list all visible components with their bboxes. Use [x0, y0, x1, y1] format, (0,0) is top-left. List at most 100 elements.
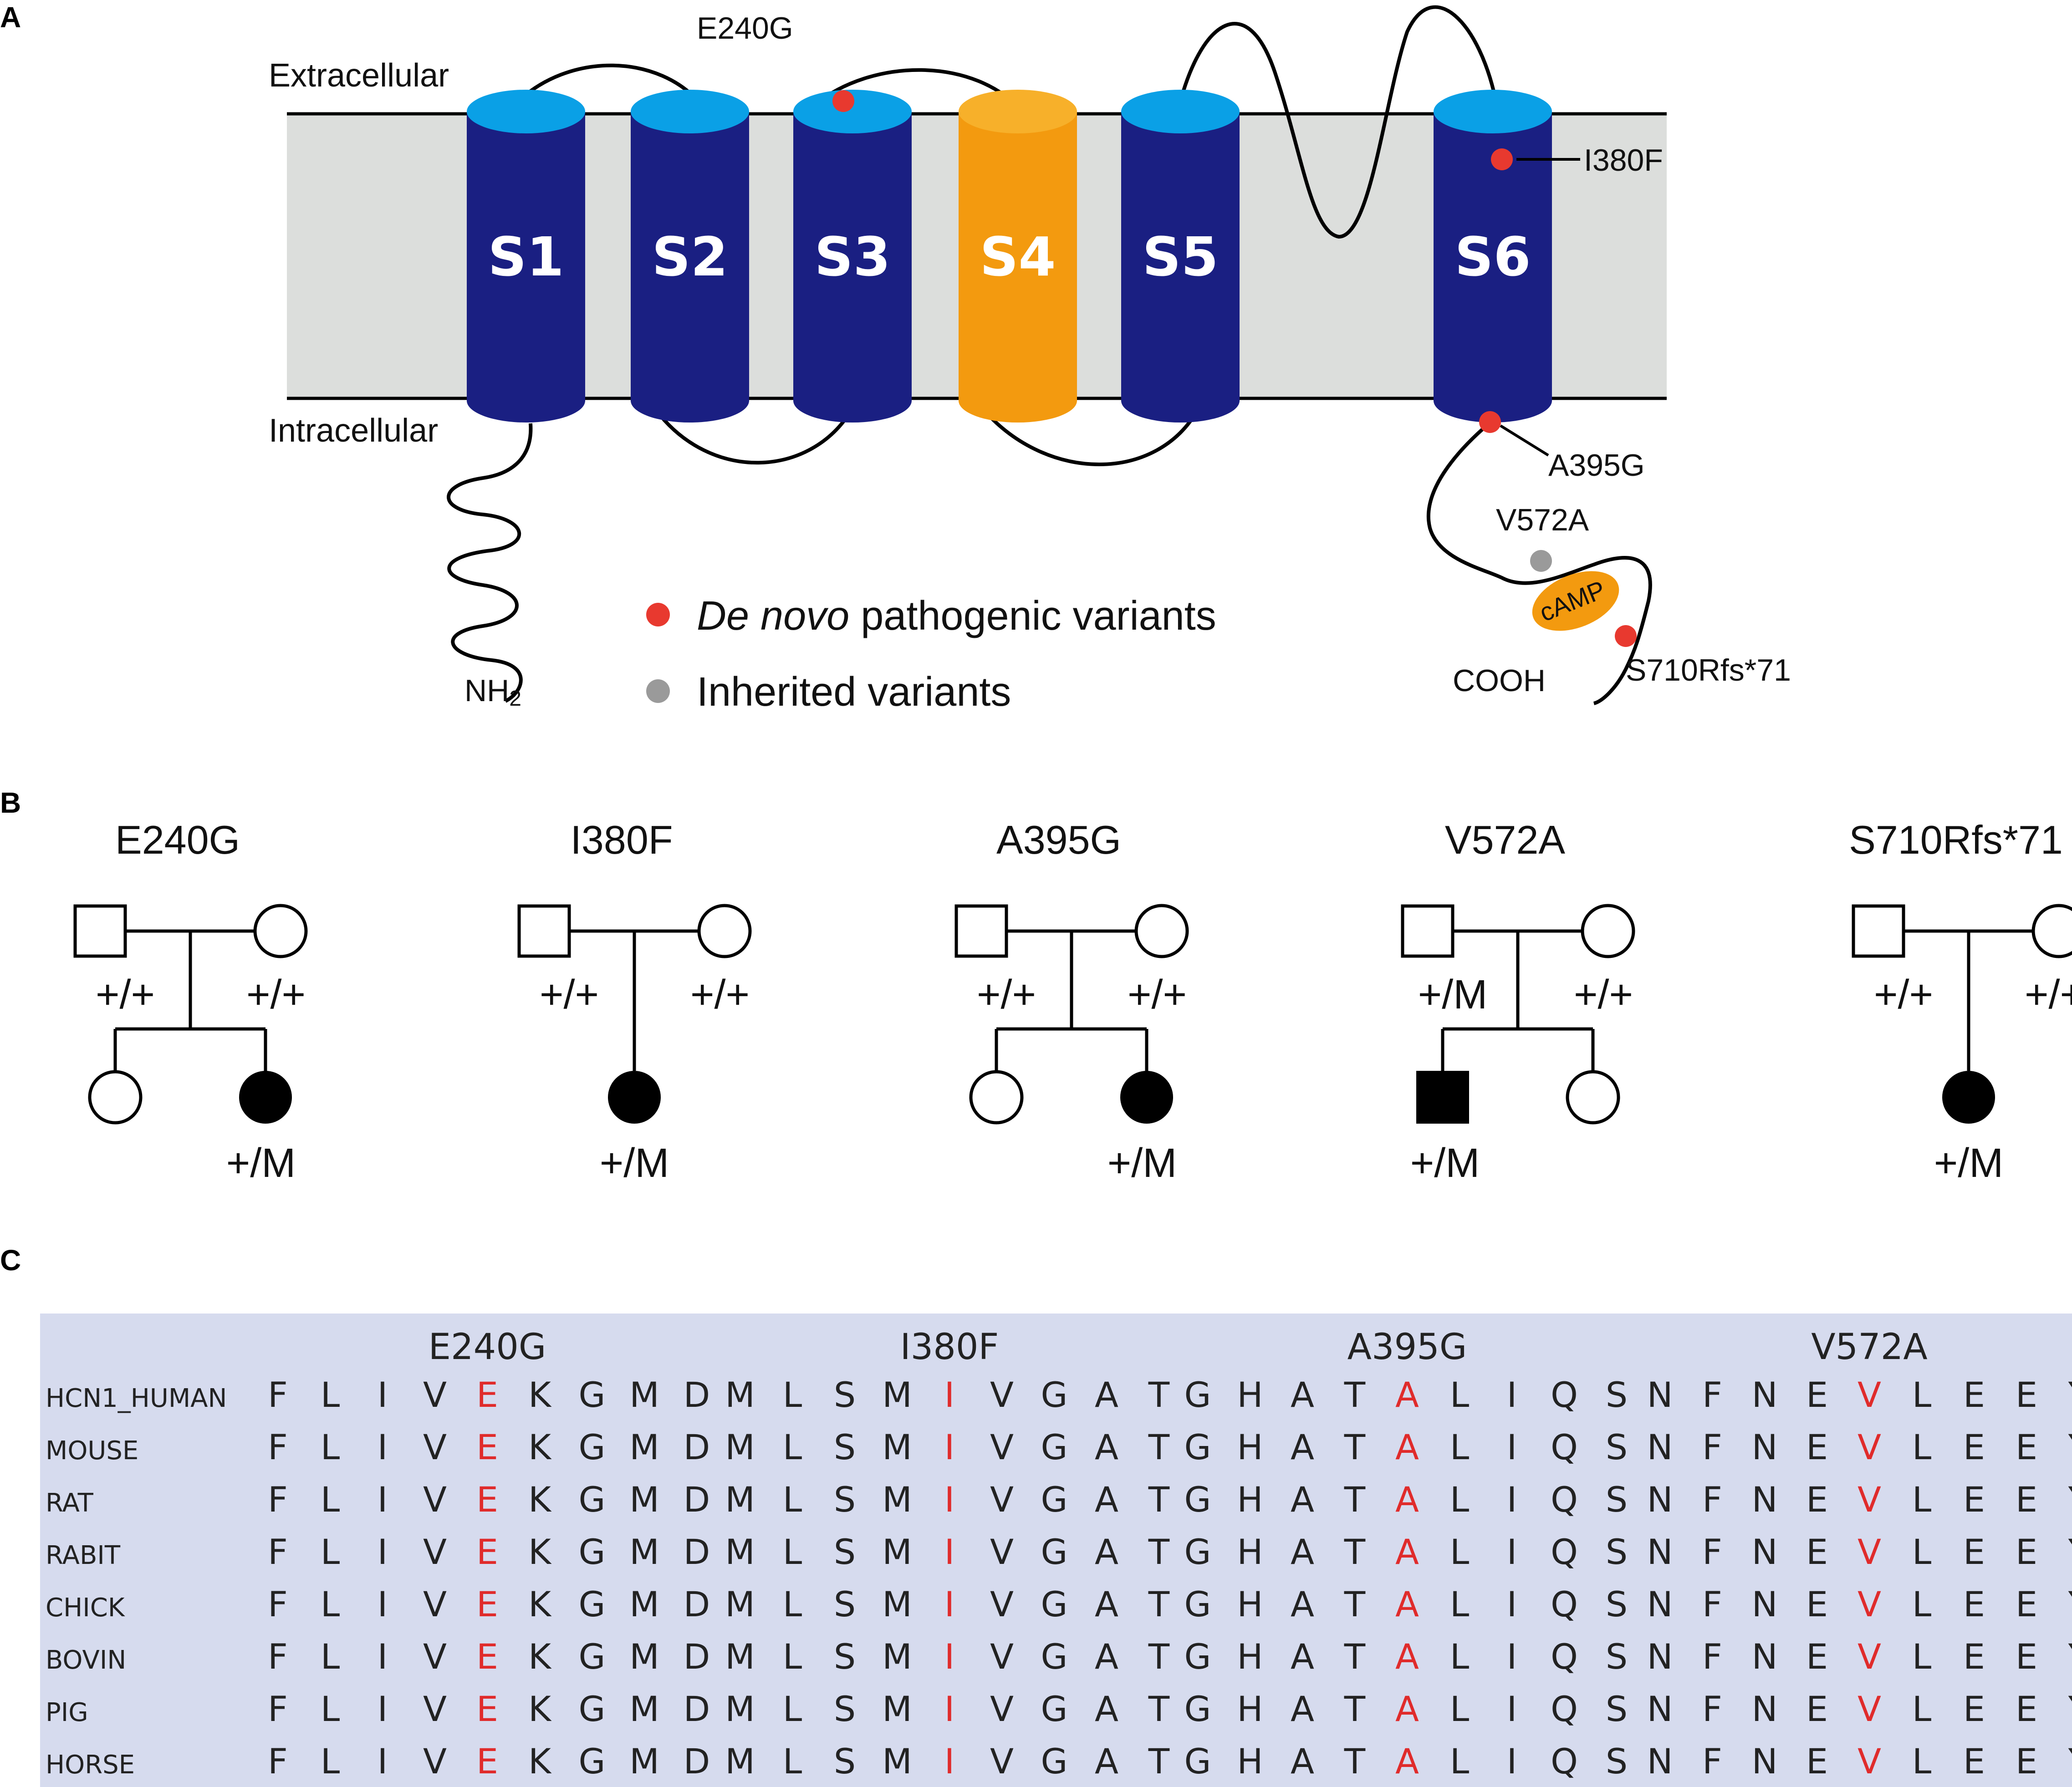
- father-symbol: [1401, 904, 1454, 958]
- residue: S: [834, 1636, 856, 1677]
- segment-s6: S6: [1434, 90, 1552, 423]
- pedigree: E240G+/++/++/M: [73, 817, 308, 1186]
- residue: F: [1702, 1741, 1722, 1782]
- residue: Y: [2068, 1427, 2072, 1467]
- residue: L: [321, 1584, 340, 1624]
- residue: E: [1806, 1741, 1828, 1782]
- residue: S: [834, 1689, 856, 1729]
- residue: Q: [1551, 1427, 1578, 1467]
- mother-genotype: +/+: [690, 972, 750, 1018]
- residue: I: [378, 1689, 388, 1729]
- residue: I: [378, 1532, 388, 1572]
- residue: T: [1148, 1636, 1170, 1677]
- residue: E: [1963, 1427, 1985, 1467]
- segment-s5: S5: [1121, 90, 1240, 423]
- residue: M: [725, 1479, 755, 1520]
- residue: T: [1148, 1479, 1170, 1520]
- father-symbol: [73, 904, 127, 958]
- species-label: CHICK: [46, 1593, 125, 1623]
- residue: A: [1291, 1584, 1314, 1624]
- residue: F: [1702, 1479, 1722, 1520]
- proband-genotype: +/M: [1107, 1140, 1177, 1186]
- residue: D: [684, 1741, 710, 1782]
- residue: M: [725, 1375, 755, 1415]
- site-header: I380F: [900, 1327, 999, 1368]
- segment-s4: S4: [959, 90, 1077, 423]
- species-label: MOUSE: [46, 1436, 138, 1466]
- residue: S: [1606, 1584, 1628, 1624]
- residue: E: [1806, 1532, 1828, 1572]
- residue-highlighted: V: [1858, 1636, 1881, 1677]
- variant-label-s710rfs: S710Rfs*71: [1626, 653, 1791, 687]
- residue: M: [629, 1584, 659, 1624]
- segment-label: S4: [980, 225, 1056, 288]
- pedigree: S710Rfs*71+/++/++/M: [1849, 817, 2072, 1186]
- residue: A: [1291, 1689, 1314, 1729]
- residue: G: [1041, 1689, 1068, 1729]
- residue: L: [1450, 1427, 1469, 1467]
- residue-highlighted: E: [476, 1689, 498, 1729]
- mother-symbol: [2031, 904, 2072, 958]
- residue: T: [1148, 1375, 1170, 1415]
- residue: G: [1184, 1584, 1211, 1624]
- n-terminus-subscript: 2: [509, 687, 521, 711]
- residue-highlighted: E: [476, 1375, 498, 1415]
- residue-highlighted: E: [476, 1532, 498, 1572]
- residue: E: [1963, 1689, 1985, 1729]
- residue: H: [1237, 1636, 1263, 1677]
- residue: L: [1450, 1689, 1469, 1729]
- residue: M: [725, 1427, 755, 1467]
- residue: G: [579, 1636, 606, 1677]
- residue: F: [1702, 1375, 1722, 1415]
- residue: M: [882, 1375, 912, 1415]
- residue: H: [1237, 1741, 1263, 1782]
- residue: T: [1344, 1636, 1366, 1677]
- panel-a-letter: A: [0, 1, 21, 34]
- residue: G: [579, 1479, 606, 1520]
- residue-highlighted: I: [944, 1532, 954, 1572]
- proband-symbol: [239, 1071, 292, 1124]
- residue: F: [268, 1636, 288, 1677]
- residue: V: [990, 1427, 1014, 1467]
- residue: D: [684, 1427, 710, 1467]
- sibling-symbol: [88, 1070, 143, 1125]
- residue-highlighted: V: [1858, 1741, 1881, 1782]
- loop-s2-s3-intracellular: [654, 408, 853, 465]
- residue: S: [1606, 1532, 1628, 1572]
- residue: M: [629, 1532, 659, 1572]
- father-genotype: +/M: [1418, 972, 1488, 1018]
- residue: G: [579, 1741, 606, 1782]
- residue: G: [1041, 1636, 1068, 1677]
- residue: E: [1806, 1689, 1828, 1729]
- residue: G: [1041, 1741, 1068, 1782]
- father-symbol: [517, 904, 571, 958]
- residue: V: [990, 1479, 1014, 1520]
- residue: M: [725, 1636, 755, 1677]
- residue: L: [1450, 1532, 1469, 1572]
- residue: N: [1647, 1636, 1673, 1677]
- residue-highlighted: V: [1858, 1427, 1881, 1467]
- father-symbol: [954, 904, 1008, 958]
- residue: T: [1148, 1689, 1170, 1729]
- residue: L: [1450, 1479, 1469, 1520]
- residue: E: [1963, 1584, 1985, 1624]
- residue: H: [1237, 1479, 1263, 1520]
- extracellular-label: Extracellular: [269, 57, 449, 94]
- residue: A: [1095, 1532, 1118, 1572]
- residue: G: [579, 1427, 606, 1467]
- c-terminus-label: COOH: [1453, 663, 1546, 698]
- variant-label-a395g: A395G: [1548, 448, 1645, 483]
- residue-highlighted: I: [944, 1427, 954, 1467]
- residue: K: [528, 1636, 552, 1677]
- residue: V: [990, 1741, 1014, 1782]
- legend-de-novo-dot: [646, 603, 670, 626]
- residue: N: [1647, 1375, 1673, 1415]
- residue-highlighted: E: [476, 1584, 498, 1624]
- residue: I: [378, 1427, 388, 1467]
- residue: I: [378, 1375, 388, 1415]
- segment-label: S2: [652, 225, 728, 288]
- residue: G: [1184, 1741, 1211, 1782]
- residue: S: [1606, 1636, 1628, 1677]
- variant-dot-s710rfs: [1615, 625, 1637, 647]
